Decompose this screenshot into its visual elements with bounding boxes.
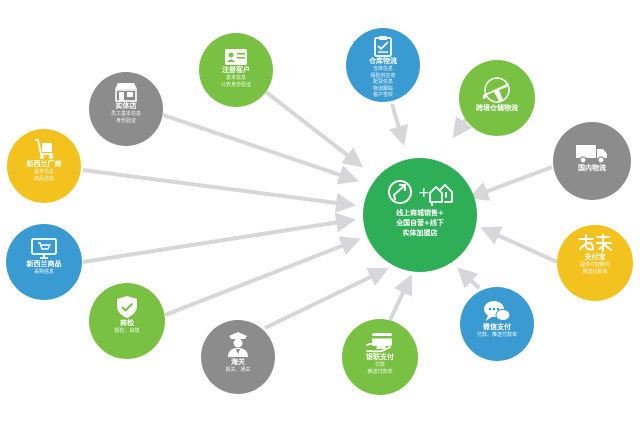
connector-arrow bbox=[468, 165, 553, 201]
connector-arrow bbox=[388, 274, 413, 321]
node-title: 海关 bbox=[231, 358, 245, 366]
chat-bubbles-icon bbox=[484, 301, 511, 321]
transfer-plus-houses-icon: + bbox=[388, 180, 453, 206]
connector-arrow bbox=[388, 103, 409, 146]
node-title: 新西兰商品 bbox=[26, 260, 62, 268]
airplane-icon bbox=[483, 77, 510, 103]
hand-truck-icon bbox=[35, 139, 54, 160]
card-hand-icon bbox=[366, 333, 392, 353]
clipboard-check-icon bbox=[374, 36, 392, 57]
node-title: 微信支付 bbox=[483, 323, 511, 331]
connector-arrow bbox=[264, 267, 389, 330]
node-title: 商检 bbox=[120, 319, 134, 327]
alipay-logo-icon bbox=[578, 234, 612, 252]
center-line-1: 线上商城销售+ bbox=[396, 209, 444, 217]
node-subtitle: 提供付款服务 推送付款单 bbox=[579, 262, 610, 275]
node-title: 注册客户 bbox=[222, 66, 250, 74]
node-title: 银联支付 bbox=[366, 353, 394, 361]
node-subtitle: 报关、通关 bbox=[225, 367, 251, 373]
svg-text:+: + bbox=[418, 185, 430, 201]
center-line-3: 实体加盟店 bbox=[402, 229, 438, 237]
node-subtitle: 员工基本信息 身份验证 bbox=[110, 111, 141, 124]
node-title: 仓库物流 bbox=[369, 57, 397, 65]
connector-arrow bbox=[82, 212, 356, 264]
connector-arrow bbox=[452, 116, 473, 139]
storefront-icon bbox=[115, 83, 137, 102]
node-customs: 海关 报关、通关 bbox=[201, 320, 275, 394]
node-title: 实体店 bbox=[115, 102, 137, 110]
node-title: 国内物流 bbox=[578, 164, 606, 172]
node-subtitle: 付款 推送付款单 bbox=[367, 362, 393, 375]
officer-icon bbox=[228, 332, 248, 357]
node-register: 注册客户 基本信息 公安身份验证 bbox=[199, 33, 273, 107]
shield-check-icon bbox=[117, 296, 137, 318]
node-subtitle: 仓库信息 保险供应商 配货信息 物流跟踪 客户签收 bbox=[370, 66, 396, 98]
monitor-cart-icon bbox=[31, 238, 57, 259]
node-title: 支付宝 bbox=[584, 253, 606, 261]
node-subtitle: 付款、推送付款单 bbox=[476, 332, 517, 338]
node-subtitle: 采购信息 bbox=[33, 269, 54, 275]
node-inspection: 商检 报检、出境 bbox=[89, 283, 165, 359]
connector-arrow bbox=[264, 90, 364, 168]
connector-arrow bbox=[82, 168, 356, 213]
connector-arrow bbox=[457, 267, 481, 290]
connector-arrow bbox=[162, 113, 359, 185]
node-title: 新西兰厂商 bbox=[26, 160, 62, 168]
node-subtitle: 报检、出境 bbox=[114, 328, 140, 334]
node-domestic: 国内物流 bbox=[553, 122, 631, 200]
center-node: + 线上商城销售+ 全国自营+线下 实体加盟店 bbox=[363, 158, 477, 272]
connector-arrow bbox=[480, 226, 558, 264]
truck-icon bbox=[576, 145, 607, 164]
node-subtitle: 基本信息 公安身份验证 bbox=[220, 75, 251, 88]
node-unionpay: 银联支付 付款 推送付款单 bbox=[342, 319, 418, 395]
node-nz-goods: 新西兰商品 采购信息 bbox=[6, 224, 82, 300]
node-title: 跨境仓储物流 bbox=[476, 104, 518, 112]
connector-arrow bbox=[164, 236, 361, 317]
id-card-icon bbox=[225, 49, 247, 65]
node-store: 实体店 员工基本信息 身份验证 bbox=[89, 72, 163, 146]
node-wechat: 微信支付 付款、推送付款单 bbox=[460, 287, 534, 361]
arrows-layer bbox=[82, 90, 558, 330]
center-line-2: 全国自营+线下 bbox=[396, 219, 444, 227]
node-nz-factory: 新西兰厂商 基本信息 商品信息 bbox=[7, 129, 81, 203]
node-crossborder: 跨境仓储物流 bbox=[459, 60, 535, 136]
node-alipay: 支付宝 提供付款服务 推送付款单 bbox=[557, 225, 633, 301]
node-warehouse: 仓库物流 仓库信息 保险供应商 配货信息 物流跟踪 客户签收 bbox=[346, 28, 420, 102]
node-subtitle: 基本信息 商品信息 bbox=[33, 169, 54, 182]
